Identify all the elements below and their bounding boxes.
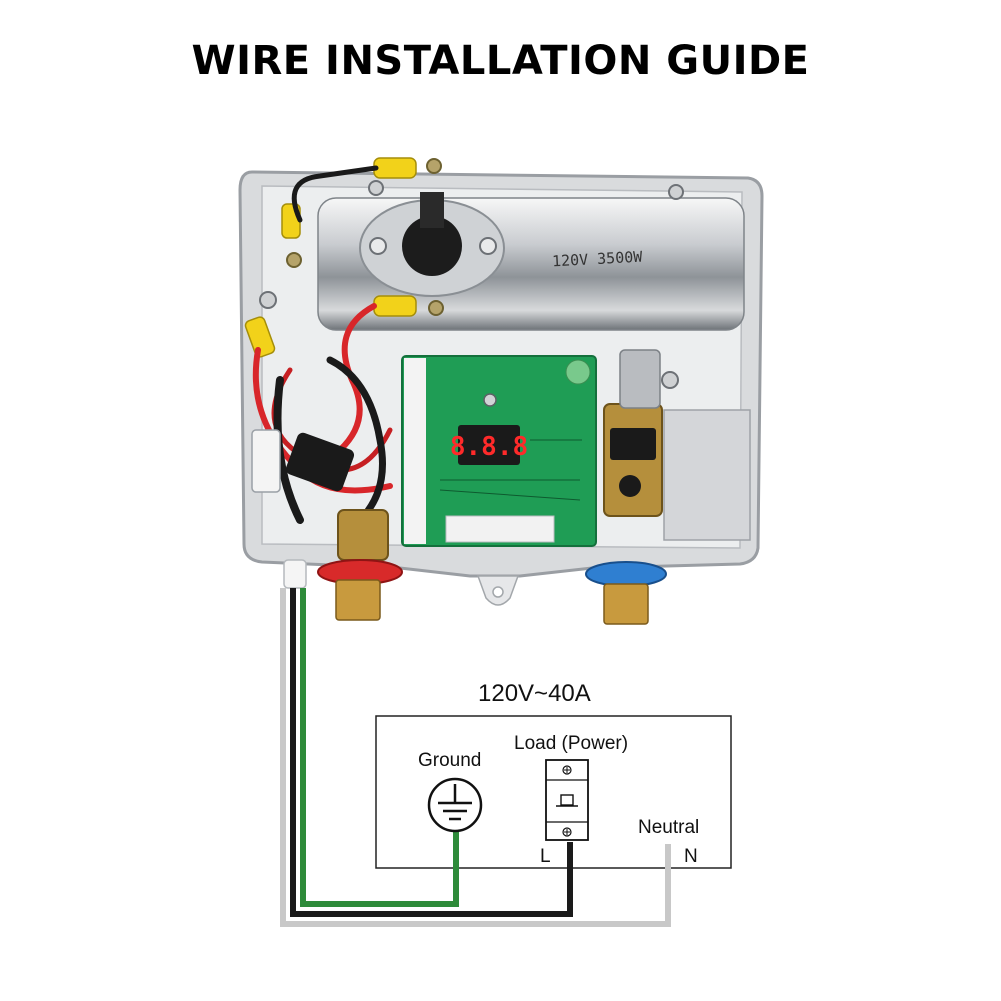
cable-grommet — [283, 559, 307, 589]
rating-label: 120V~40A — [478, 680, 591, 707]
heater-unit — [238, 157, 764, 625]
terminal-block — [251, 429, 281, 493]
ground-label: Ground — [418, 750, 482, 771]
ground-symbol-icon — [427, 777, 483, 833]
line-wire — [290, 588, 573, 917]
line-terminal-label: L — [540, 846, 551, 867]
pipe-connectors — [335, 579, 649, 625]
internal-wiring — [252, 165, 393, 524]
cold-inlet-ring — [585, 561, 667, 587]
housing-screws — [259, 158, 731, 531]
neutral-terminal-label: N — [684, 846, 698, 867]
led-display: 8.8.8 — [450, 432, 528, 462]
thermostat — [359, 192, 505, 297]
ground-wire — [300, 588, 459, 907]
supply-cable — [280, 588, 671, 927]
brass-fittings — [337, 349, 751, 561]
neutral-wire — [280, 588, 671, 927]
crimp-terminals — [244, 157, 417, 358]
page-title: WIRE INSTALLATION GUIDE — [191, 38, 810, 84]
control-board — [401, 355, 597, 547]
wiring-diagram — [280, 588, 732, 927]
load-label: Load (Power) — [514, 733, 629, 754]
circuit-breaker-icon — [545, 759, 589, 841]
neutral-label: Neutral — [638, 817, 700, 838]
